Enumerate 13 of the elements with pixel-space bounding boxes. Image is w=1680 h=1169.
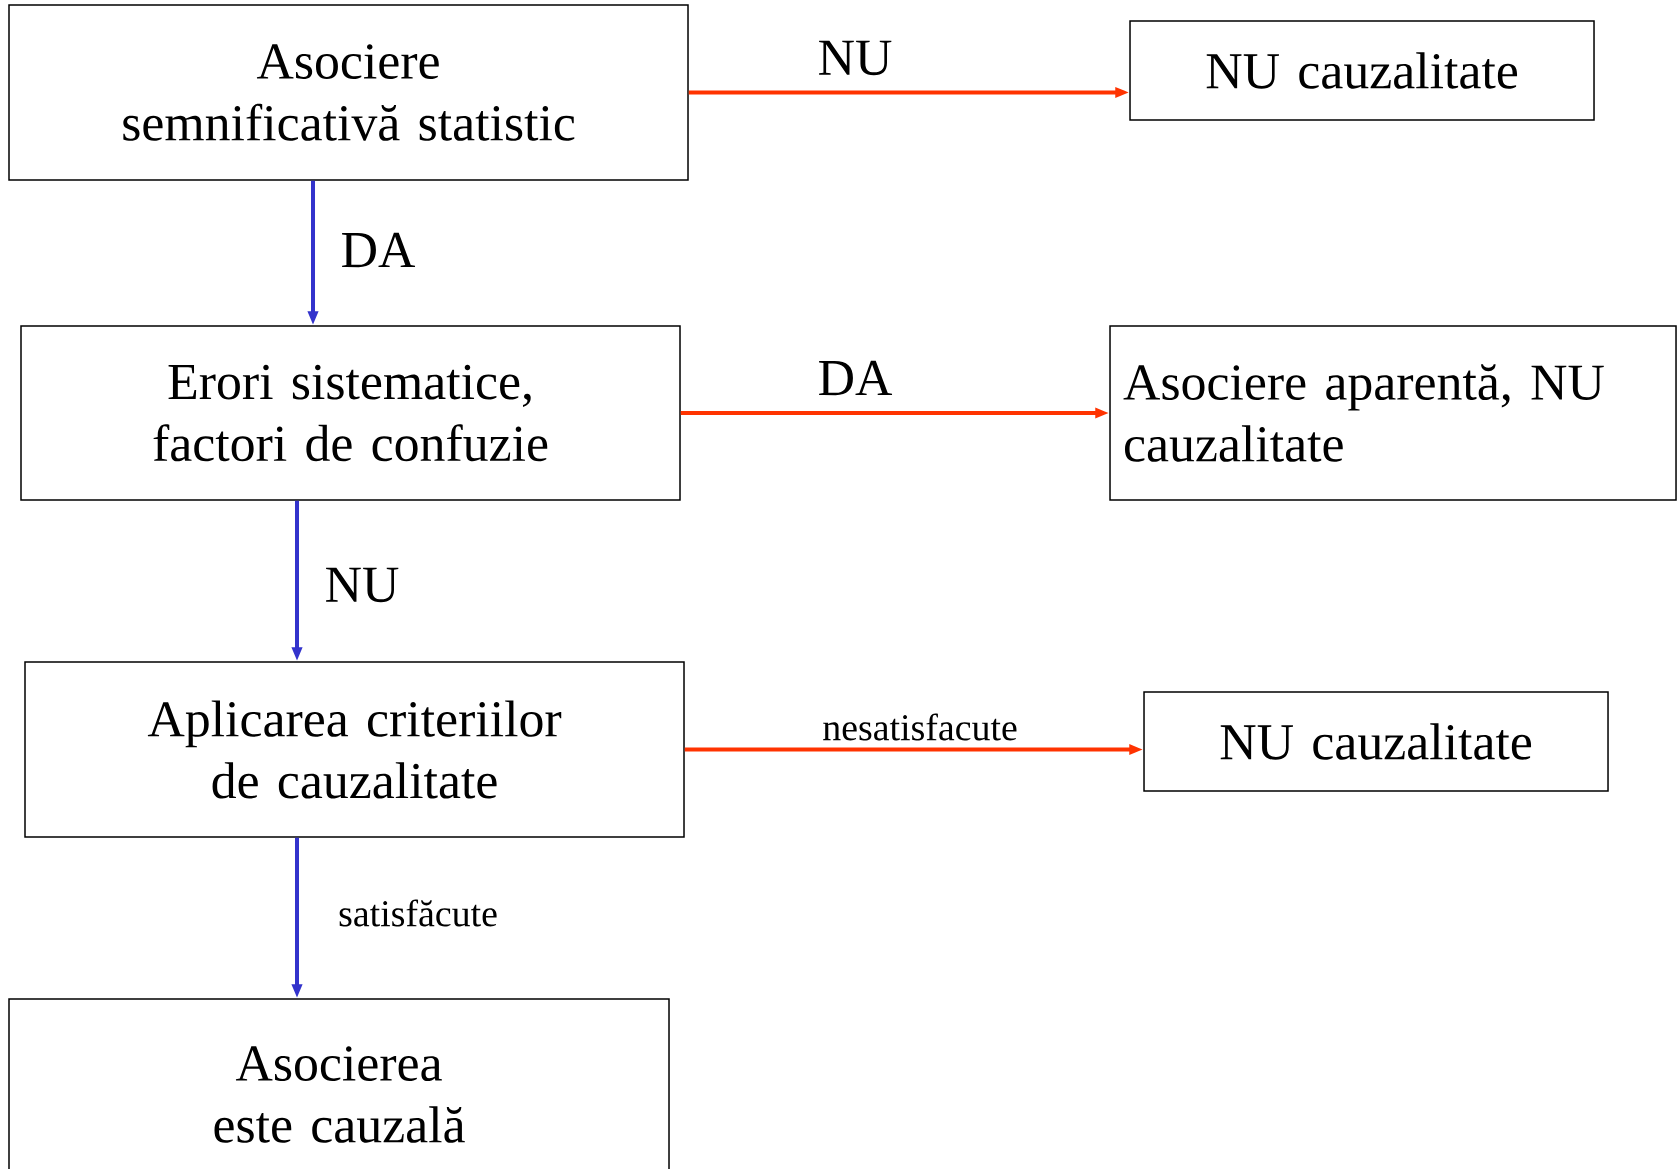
edge-label: NU: [326, 567, 399, 603]
process-box: Asociere aparentă, NU cauzalitate: [1109, 325, 1677, 501]
process-box: NU cauzalitate: [1129, 20, 1595, 121]
process-box: NU cauzalitate: [1143, 691, 1609, 792]
edge-label: DA: [342, 232, 416, 268]
process-box: Asociere semnificativă statistic: [8, 4, 689, 181]
edge-label: nesatisfacute: [823, 713, 1017, 741]
process-box: Asocierea este cauzală: [8, 998, 670, 1169]
process-box: Erori sistematice, factori de confuzie: [20, 325, 681, 501]
edge-label: DA: [819, 360, 893, 396]
process-box: Aplicarea criteriilor de cauzalitate: [24, 661, 685, 838]
edge-label: NU: [819, 40, 892, 76]
edge-label: satisfăcute: [339, 899, 497, 927]
